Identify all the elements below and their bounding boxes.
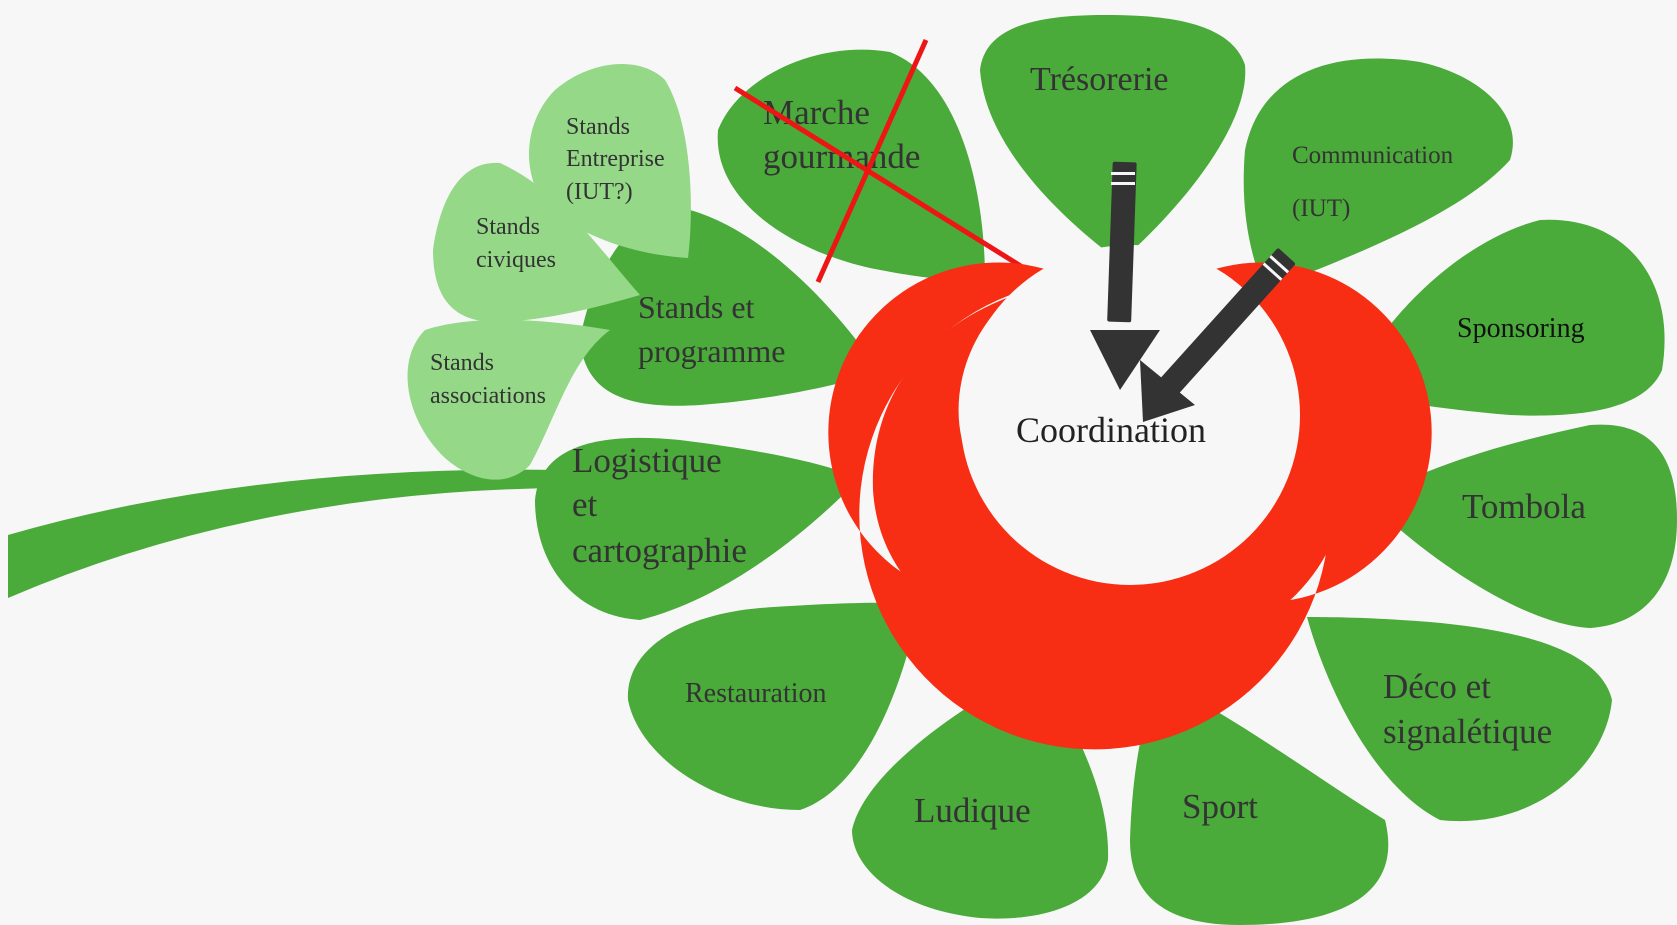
sub-leaf-stands-entreprise: Stands Entreprise (IUT?) bbox=[528, 63, 691, 259]
petal-communication: Communication (IUT) bbox=[1243, 58, 1513, 290]
petal-label: Tombola bbox=[1462, 487, 1586, 526]
petal-deco-signaletique: Déco et signalétique bbox=[1307, 617, 1612, 822]
sub-leaf-label-line: Stands bbox=[566, 114, 630, 140]
svg-text:Stands et programme: Stands et programme bbox=[638, 289, 786, 369]
petal-stands-et-programme: Stands et programme bbox=[580, 209, 880, 406]
sub-leaf-label-line: civiques bbox=[476, 247, 556, 273]
petal-label-line: et bbox=[572, 485, 598, 524]
sub-leaf-label-line: (IUT?) bbox=[566, 179, 633, 205]
arrow-from-tresorerie-icon bbox=[1090, 161, 1160, 390]
petal-label-line: signalétique bbox=[1383, 712, 1552, 751]
petal-logistique-cartographie: Logistique et cartographie bbox=[535, 437, 860, 620]
petal-label-line: Déco et bbox=[1383, 667, 1491, 706]
petal-restauration: Restauration bbox=[627, 602, 920, 810]
sub-leaf-stands-civiques: Stands civiques bbox=[433, 162, 640, 323]
petal-tombola: Tombola bbox=[1367, 424, 1677, 628]
svg-text:Logistique et cart: Logistique et cartographie bbox=[572, 441, 747, 570]
svg-text:Stands civiques: Stands civiques bbox=[476, 214, 556, 273]
petal-label-line: Communication bbox=[1292, 142, 1454, 169]
petal-label: Sponsoring bbox=[1457, 313, 1585, 344]
petal-label-line: Stands et bbox=[638, 289, 755, 325]
sub-leaf-label-line: Stands bbox=[430, 350, 494, 376]
center-ring-fill bbox=[872, 296, 1345, 665]
svg-text:Communication (IUT): Communication (IUT) bbox=[1292, 142, 1459, 222]
petal-label: Ludique bbox=[914, 791, 1031, 830]
petal-label-line: programme bbox=[638, 333, 786, 369]
sub-leaf-label-line: associations bbox=[430, 383, 546, 409]
svg-text:Stands associations: Stands associations bbox=[430, 350, 546, 409]
sub-leaf-stands-associations: Stands associations bbox=[407, 319, 610, 480]
petal-tresorerie: Trésorerie bbox=[980, 15, 1246, 262]
petal-sponsoring: Sponsoring bbox=[1348, 219, 1665, 416]
flower-stem bbox=[8, 469, 565, 598]
petal-label: Restauration bbox=[685, 678, 827, 709]
petal-label-line: cartographie bbox=[572, 531, 747, 570]
sub-leaf-label-line: Entreprise bbox=[566, 146, 665, 172]
petal-label: Trésorerie bbox=[1030, 61, 1169, 98]
svg-text:Stands Entreprise: Stands Entreprise (IUT?) bbox=[566, 114, 671, 205]
petal-label-line: Logistique bbox=[572, 441, 722, 480]
petal-label: Sport bbox=[1182, 787, 1258, 826]
crossed-out-mark bbox=[733, 38, 1050, 286]
arrow-from-communication-icon bbox=[1140, 248, 1296, 422]
petal-label-line: (IUT) bbox=[1292, 195, 1350, 222]
svg-text:Déco et signalétique: Déco et signalétique bbox=[1383, 667, 1552, 751]
sub-leaf-label-line: Stands bbox=[476, 214, 540, 240]
petal-label-line: Marche bbox=[763, 93, 870, 132]
petal-marche-gourmande: Marche gourmande bbox=[717, 38, 1050, 286]
petal-sport: Sport bbox=[1130, 680, 1389, 925]
center-label: Coordination bbox=[1016, 410, 1206, 450]
